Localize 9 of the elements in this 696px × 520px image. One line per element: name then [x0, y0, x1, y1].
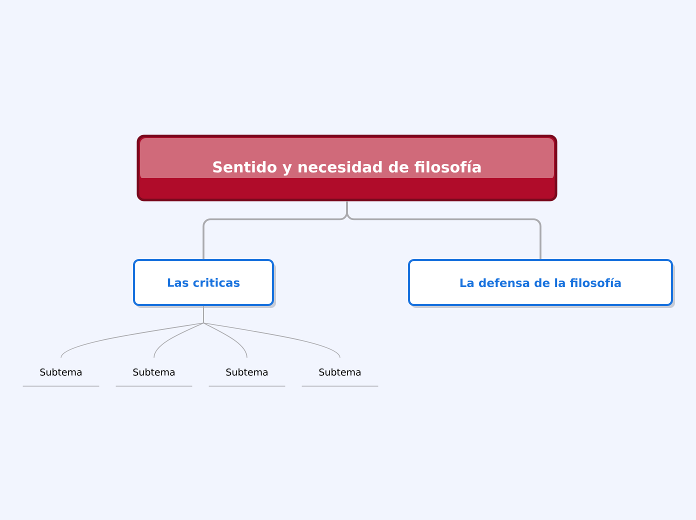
subtopic-label: Subtema — [301, 368, 379, 387]
connector-line — [203, 306, 340, 358]
subtopic-label: Subtema — [208, 368, 286, 387]
connector-line — [346, 201, 542, 259]
subtopic-label: Subtema — [22, 368, 100, 387]
topic-box: La defensa de la filosofía — [408, 259, 675, 308]
root-topic-box: Sentido y necesidad de filosofía — [136, 134, 558, 202]
subtopic-label: Subtema — [115, 368, 193, 387]
topic-box: Las criticas — [133, 259, 276, 308]
